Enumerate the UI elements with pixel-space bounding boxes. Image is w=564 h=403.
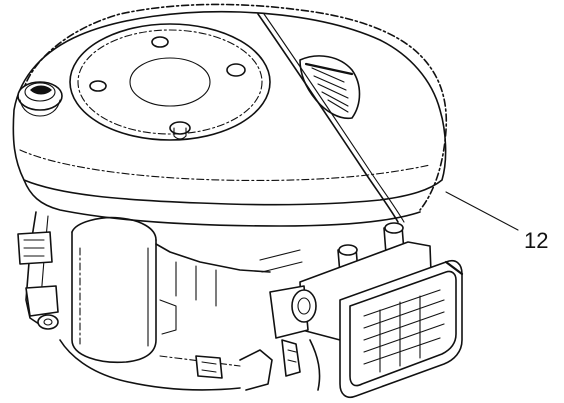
callout-12: 12	[445, 191, 548, 253]
air-filter-housing	[259, 222, 464, 399]
control-cable	[257, 13, 405, 223]
air-vent-grille	[299, 55, 361, 120]
flywheel-screen	[69, 23, 271, 141]
oil-fill-cap	[17, 81, 63, 117]
leader-line	[445, 191, 519, 231]
engine-shroud	[12, 3, 448, 227]
callout-label: 12	[524, 228, 548, 253]
engine-block	[17, 211, 273, 391]
